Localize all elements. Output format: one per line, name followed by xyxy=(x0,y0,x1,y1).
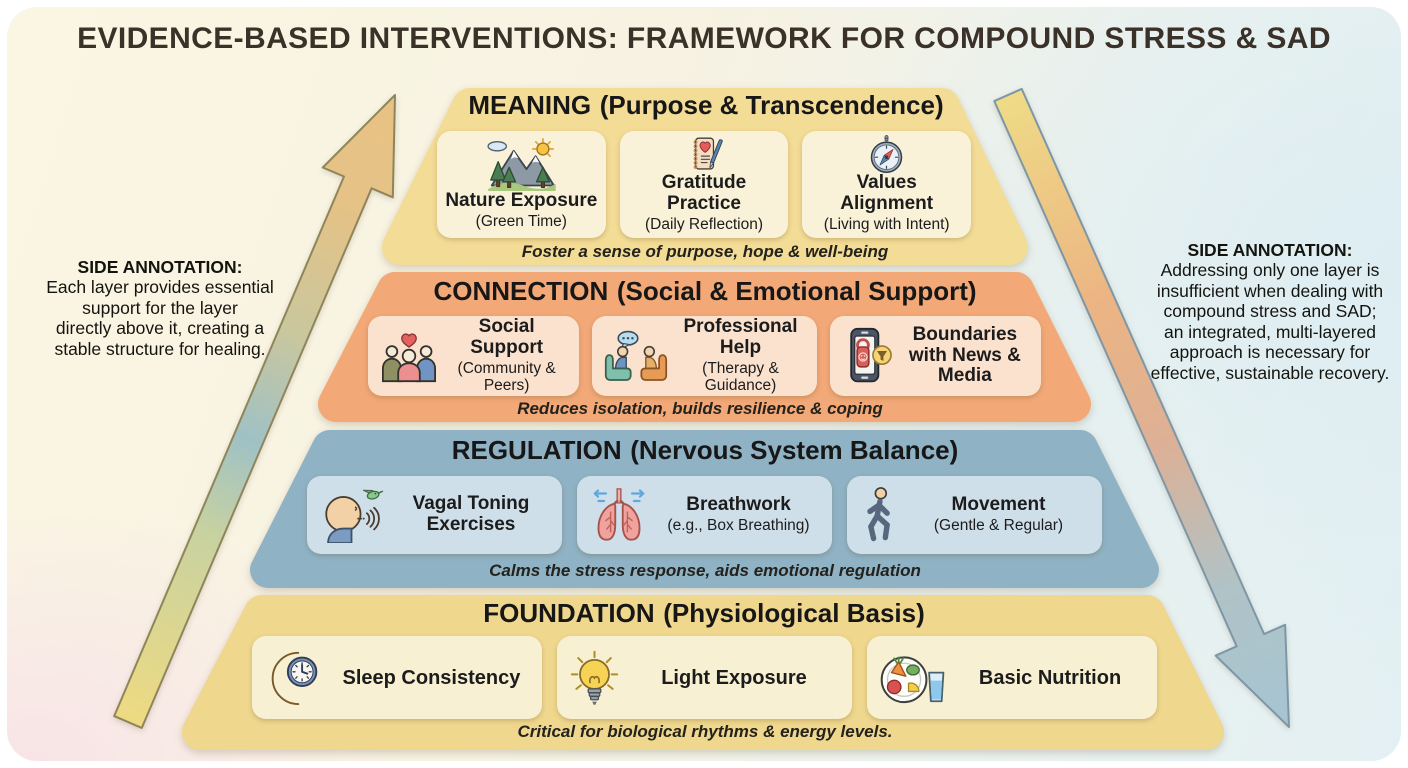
card-boundaries-news-media: Boundaries with News & Media xyxy=(829,316,1041,396)
connection-cards-row: Social Support (Community & Peers) Profe… xyxy=(368,316,1041,396)
social-support-icon xyxy=(382,333,436,383)
card-subtitle: (Community & Peers) xyxy=(457,359,556,395)
vagal-toning-icon xyxy=(325,489,384,543)
lungs-icon xyxy=(593,488,645,541)
walking-icon xyxy=(867,487,891,542)
card-subtitle: (e.g., Box Breathing) xyxy=(667,517,810,535)
layer-subtitle: (Physiological Basis) xyxy=(663,598,925,628)
foundation-cards-row: Sleep Consistency xyxy=(252,636,1157,719)
gratitude-journal-icon xyxy=(693,137,723,170)
layer-header-regulation: REGULATION (Nervous System Balance) xyxy=(310,437,1100,463)
card-subtitle: (Gentle & Regular) xyxy=(933,517,1064,535)
layer-name: FOUNDATION xyxy=(483,598,655,628)
right-annotation-body: Addressing only one layer is insufficien… xyxy=(1150,260,1390,383)
page-title: EVIDENCE-BASED INTERVENTIONS: FRAMEWORK … xyxy=(77,22,1331,55)
left-annotation: SIDE ANNOTATION: Each layer provides ess… xyxy=(22,257,298,359)
downward-arrow xyxy=(993,87,1290,728)
card-subtitle: (Therapy & Guidance) xyxy=(702,359,779,395)
meaning-cards-row: Nature Exposure (Green Time) Gratitud xyxy=(437,131,972,238)
layer-header-meaning: MEANING(Purpose & Transcendence) xyxy=(450,92,962,118)
layer-name: REGULATION xyxy=(451,435,622,465)
card-vagal-toning: Vagal Toning Exercises xyxy=(307,476,562,554)
card-social-support: Social Support (Community & Peers) xyxy=(368,315,580,396)
layer-caption-connection: Reduces isolation, builds resilience & c… xyxy=(517,399,883,418)
moon-clock-icon xyxy=(271,651,318,706)
card-movement: Movement (Gentle & Regular) xyxy=(847,476,1102,554)
layer-subtitle: (Social & Emotional Support) xyxy=(616,276,977,306)
compass-icon xyxy=(870,135,903,173)
left-annotation-body: Each layer provides essential support fo… xyxy=(46,277,274,359)
card-breathwork: Breathwork (e.g., Box Breathing) xyxy=(577,476,832,554)
therapy-icon xyxy=(605,330,668,381)
card-title: Sleep Consistency xyxy=(342,666,521,689)
upward-arrow xyxy=(113,94,396,729)
card-title: Boundaries with News & Media xyxy=(908,323,1021,387)
card-nature-exposure: Nature Exposure (Green Time) xyxy=(437,131,606,238)
layer-subtitle: (Nervous System Balance) xyxy=(630,435,959,465)
card-subtitle: (Living with Intent) xyxy=(823,216,950,234)
card-title: Nature Exposure xyxy=(445,190,598,212)
card-title: Basic Nutrition xyxy=(978,666,1122,689)
layer-header-connection: CONNECTION(Social & Emotional Support) xyxy=(375,278,1035,304)
card-basic-nutrition: Basic Nutrition xyxy=(867,636,1157,719)
right-annotation-heading: SIDE ANNOTATION: xyxy=(1187,240,1353,260)
left-annotation-heading: SIDE ANNOTATION: xyxy=(77,257,243,277)
layer-caption-foundation: Critical for biological rhythms & energy… xyxy=(517,722,893,741)
card-title: Values Alignment xyxy=(840,172,934,215)
card-title: Gratitude Practice xyxy=(661,172,747,215)
layer-name: CONNECTION xyxy=(433,276,609,306)
nutrition-icon xyxy=(880,655,945,703)
card-light-exposure: Light Exposure xyxy=(556,636,853,719)
nature-icon xyxy=(487,138,557,192)
phone-boundaries-icon xyxy=(849,327,892,383)
card-subtitle: (Daily Reflection) xyxy=(645,216,764,234)
card-title: Movement xyxy=(951,494,1046,516)
card-title: Social Support xyxy=(470,315,544,358)
card-title: Light Exposure xyxy=(661,666,807,689)
card-title: Vagal Toning Exercises xyxy=(412,493,530,535)
layer-subtitle: (Purpose & Transcendence) xyxy=(599,90,944,120)
regulation-cards-row: Vagal Toning Exercises xyxy=(307,476,1102,554)
card-subtitle: (Green Time) xyxy=(475,213,567,231)
card-title: Breathwork xyxy=(686,494,791,516)
layer-caption-regulation: Calms the stress response, aids emotiona… xyxy=(489,561,921,580)
card-values-alignment: Values Alignment (Living with Intent) xyxy=(802,131,972,238)
card-title: Professional Help xyxy=(683,315,798,358)
layer-name: MEANING xyxy=(468,90,592,120)
layer-header-foundation: FOUNDATION (Physiological Basis) xyxy=(242,600,1166,626)
lightbulb-icon xyxy=(570,650,619,705)
card-professional-help: Professional Help (Therapy & Guidance) xyxy=(592,315,817,396)
right-annotation: SIDE ANNOTATION: Addressing only one lay… xyxy=(1136,240,1404,383)
card-gratitude-practice: Gratitude Practice (Daily Reflection) xyxy=(619,131,789,238)
layer-caption-meaning: Foster a sense of purpose, hope & well-b… xyxy=(521,242,889,261)
card-sleep-consistency: Sleep Consistency xyxy=(252,636,542,719)
